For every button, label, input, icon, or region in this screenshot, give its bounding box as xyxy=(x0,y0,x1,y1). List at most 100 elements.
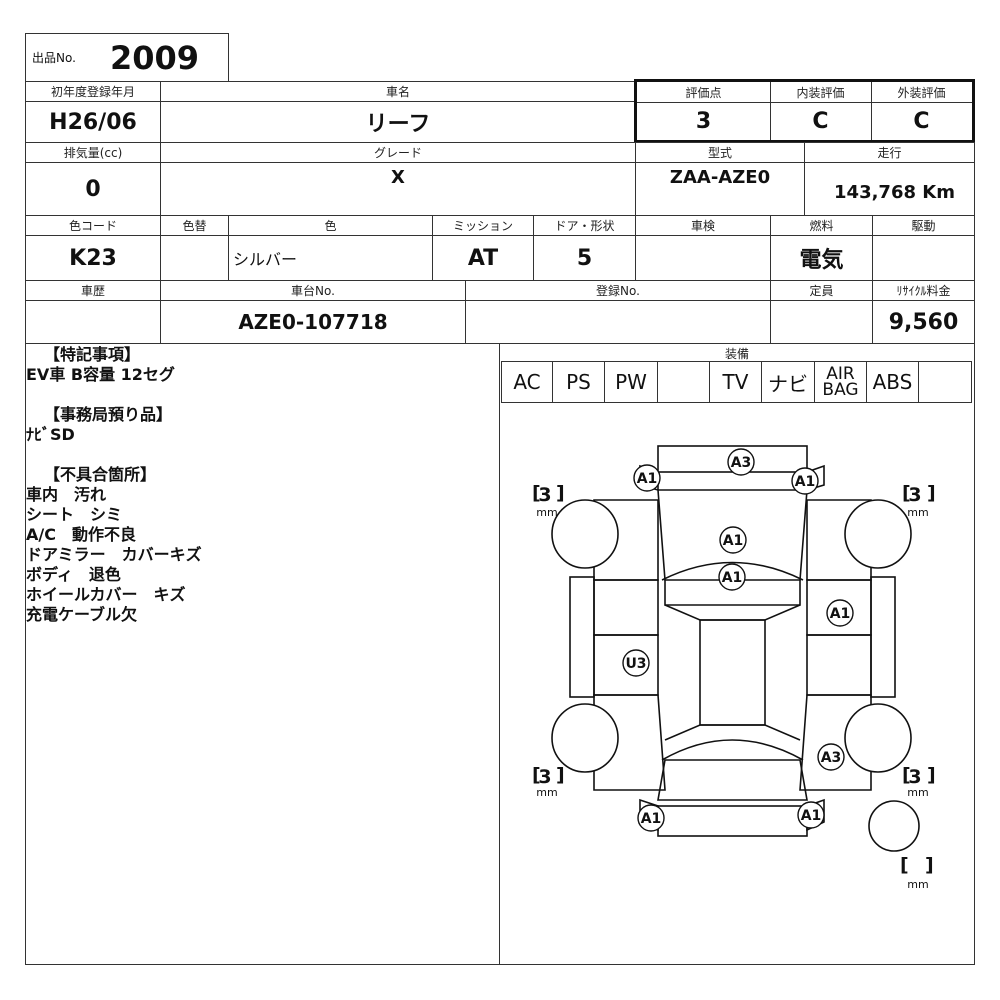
damage-mark-circle xyxy=(637,804,665,832)
car-damage-diagram: [] [] [] [] [] 3 3 3 3 mm mm mm mm mm A3… xyxy=(532,445,936,891)
roof-rear xyxy=(664,724,801,741)
equip-airbag: AIR BAG xyxy=(814,361,867,403)
model-value: ZAA-AZE0 xyxy=(635,162,805,216)
damage-mark-left-rear-door: U3 xyxy=(625,656,646,672)
exterior-label: 外装評価 xyxy=(871,82,972,103)
damage-mark-right-front-door: A1 xyxy=(830,606,851,622)
tire-unit-spare: mm xyxy=(907,878,928,891)
exterior-value: C xyxy=(913,108,930,134)
tire-depth-fr: 3 xyxy=(908,484,921,506)
svg-text:]: ] xyxy=(556,482,565,504)
equip-ps: PS xyxy=(552,361,605,403)
interior-label: 内装評価 xyxy=(770,82,872,103)
score-box xyxy=(634,79,975,143)
score-label: 評価点 xyxy=(637,82,771,103)
color-code-label: 色コード xyxy=(25,215,161,236)
defect-line: 充電ケーブル欠 xyxy=(26,605,138,624)
history-value xyxy=(25,300,161,344)
repaint-value xyxy=(160,235,229,281)
defects-heading: 【不具合箇所】 xyxy=(44,465,157,484)
equip-ac: AC xyxy=(501,361,553,403)
tire-depth-fl: 3 xyxy=(538,484,551,506)
left-front-door xyxy=(593,579,659,636)
color-label: 色 xyxy=(228,215,433,236)
rear-window-curve xyxy=(661,739,804,761)
lot-number: 2009 xyxy=(109,38,199,77)
inspection-value xyxy=(635,235,771,281)
reg-label: 登録No. xyxy=(465,280,771,301)
tire-depth-rr: 3 xyxy=(908,766,921,788)
roof-outline xyxy=(699,619,766,726)
equip-empty xyxy=(657,361,710,403)
tire-unit-fl: mm xyxy=(536,506,557,519)
damage-mark-circle xyxy=(633,464,661,492)
displacement-value: 0 xyxy=(25,162,161,216)
capacity-value xyxy=(770,300,873,344)
windshield-curve xyxy=(661,561,804,581)
car-name-label: 車名 xyxy=(160,81,636,102)
mileage-label: 走行 xyxy=(804,142,975,163)
defect-line: シート シミ xyxy=(26,505,123,524)
door-value: 5 xyxy=(533,235,636,281)
damage-mark-front-bumper: A3 xyxy=(731,455,752,471)
defect-line: ドアミラー カバーキズ xyxy=(26,545,202,564)
right-rear-door xyxy=(806,634,872,696)
trunk-outline xyxy=(657,759,808,801)
tire-depth-rl: 3 xyxy=(538,766,551,788)
equip-navi: ナビ xyxy=(761,361,815,403)
rear-bumper-outline xyxy=(657,805,808,837)
svg-text:[: [ xyxy=(902,764,911,786)
history-label: 車歴 xyxy=(25,280,161,301)
damage-mark-hood-lower: A1 xyxy=(722,570,743,586)
damage-mark-hood-upper: A1 xyxy=(723,533,744,549)
special-line: EV車 B容量 12セグ xyxy=(26,365,175,384)
damage-mark-right-rear-fender: A3 xyxy=(821,750,842,766)
fuel-value: 電気 xyxy=(770,235,873,281)
inspection-label: 車検 xyxy=(635,215,771,236)
damage-mark-circle xyxy=(817,743,845,771)
lot-label: 出品No. xyxy=(32,51,76,65)
interior-value: C xyxy=(770,102,872,140)
defect-line: ホイールカバー キズ xyxy=(26,585,186,604)
left-sill xyxy=(569,576,595,698)
grade-value: X xyxy=(160,162,636,216)
tire-front-left xyxy=(551,499,619,569)
svg-text:[: [ xyxy=(532,764,541,786)
model-label: 型式 xyxy=(635,142,805,163)
damage-mark-front-right-corner: A1 xyxy=(795,474,816,490)
tire-unit-fr: mm xyxy=(907,506,928,519)
svg-text:]: ] xyxy=(927,764,936,786)
roof-front xyxy=(664,604,801,621)
recycle-label: ﾘｻｲｸﾙ料金 xyxy=(872,280,975,301)
damage-mark-circle xyxy=(622,649,650,677)
damage-mark-circle xyxy=(727,448,755,476)
svg-text:[: [ xyxy=(900,854,909,876)
grade-label: グレード xyxy=(160,142,636,163)
repaint-label: 色替 xyxy=(160,215,229,236)
lot-number-box: 出品No. 2009 xyxy=(25,33,229,82)
drive-label: 駆動 xyxy=(872,215,975,236)
color-code-value: K23 xyxy=(25,235,161,281)
mission-label: ミッション xyxy=(432,215,534,236)
mission-value: AT xyxy=(432,235,534,281)
damage-mark-circle xyxy=(791,467,819,495)
cowl xyxy=(664,580,801,606)
displacement-label: 排気量(cc) xyxy=(25,142,161,163)
reg-value xyxy=(465,300,771,344)
svg-text:]: ] xyxy=(556,764,565,786)
tire-rear-right xyxy=(844,703,912,773)
svg-text:[: [ xyxy=(532,482,541,504)
chassis-value: AZE0-107718 xyxy=(160,300,466,344)
tire-unit-rl: mm xyxy=(536,786,557,799)
damage-mark-rear-left-corner: A1 xyxy=(641,811,662,827)
equip-tv: TV xyxy=(709,361,762,403)
fuel-label: 燃料 xyxy=(770,215,873,236)
score-value: 3 xyxy=(637,102,771,140)
first-reg-label: 初年度登録年月 xyxy=(25,81,161,102)
defect-line: A/C 動作不良 xyxy=(26,525,136,544)
right-sill xyxy=(870,576,896,698)
special-heading: 【特記事項】 xyxy=(44,345,141,364)
damage-mark-circle xyxy=(718,563,746,591)
equip-empty-2 xyxy=(918,361,972,403)
office-line: ﾅﾋﾞSD xyxy=(26,425,75,444)
